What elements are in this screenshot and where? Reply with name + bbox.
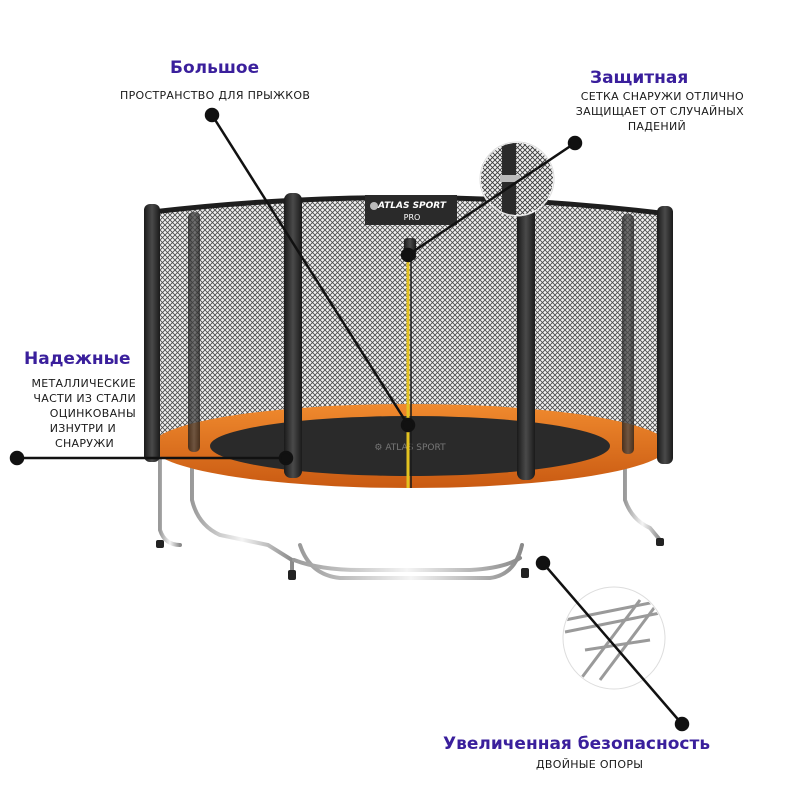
callout-space-desc: ПРОСТРАНСТВО ДЛЯ ПРЫЖКОВ [120,89,311,102]
brand-model: PRO [404,213,421,222]
brand-banner [365,195,457,225]
callout-steel-line1: МЕТАЛЛИЧЕСКИЕ [31,377,136,390]
callout-steel-title: Надежные [24,349,131,369]
support-detail-inset [562,586,666,690]
jump-mat [210,416,610,476]
net-detail-inset [479,141,555,217]
callout-net-line3: ПАДЕНИЙ [627,120,686,133]
callout-steel-line2: ЧАСТИ ИЗ СТАЛИ [33,392,136,405]
callout-steel-line3: ОЦИНКОВАНЫ [49,407,136,420]
callout-steel-line4: ИЗНУТРИ И [49,422,116,435]
leader-lines [9,107,690,732]
legs [158,453,662,580]
callout-space-title: Большое [170,58,260,78]
safety-net [152,195,668,480]
brand-name: ATLAS SPORT [377,201,447,211]
callout-steel-line5: СНАРУЖИ [55,437,114,450]
callout-safety-desc: ДВОЙНЫЕ ОПОРЫ [536,758,644,771]
callout-net-line2: ЗАЩИЩАЕТ ОТ СЛУЧАЙНЫХ [575,105,744,118]
callout-safety-title: Увеличенная безопасность [443,734,711,754]
callout-net-title: Защитная [590,68,689,88]
ladder [375,490,442,612]
callout-net-line1: СЕТКА СНАРУЖИ ОТЛИЧНО [580,90,744,103]
